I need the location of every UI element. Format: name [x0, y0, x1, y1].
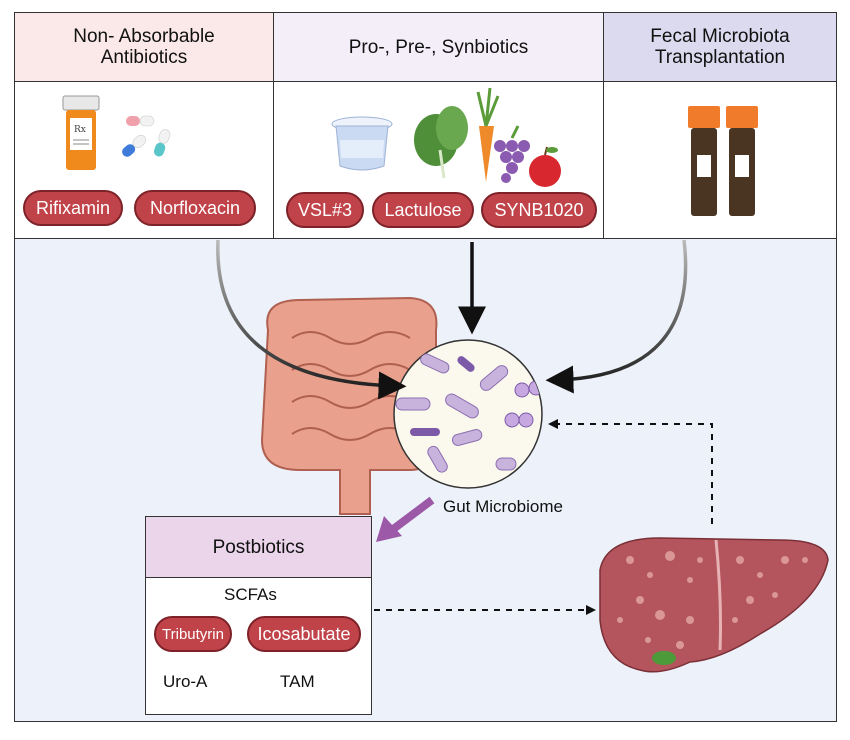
yogurt-icon	[331, 116, 393, 171]
pill-lactulose: Lactulose	[372, 192, 474, 228]
pill-norfloxacin: Norfloxacin	[134, 190, 256, 226]
intestines-icon	[260, 296, 438, 515]
header-antibiotics: Non- Absorbable Antibiotics	[14, 12, 274, 82]
pill-icosabutate: Icosabutate	[247, 616, 361, 652]
antibiotics-arrow	[216, 239, 407, 400]
header-antibiotics-title: Non- Absorbable Antibiotics	[73, 26, 215, 68]
carrot-icon	[476, 87, 500, 182]
gut-microbiome-label: Gut Microbiome	[443, 497, 563, 516]
grapes-icon	[494, 125, 530, 183]
tam-label: TAM	[280, 672, 315, 691]
header-biotics-title: Pro-, Pre-, Synbiotics	[348, 36, 529, 58]
scfas-label: SCFAs	[224, 585, 277, 604]
gut-to-postbiotics-arrow	[389, 496, 435, 534]
liver-to-microbiome-arrow	[548, 419, 713, 524]
stool-tubes-icon	[688, 106, 758, 216]
pill-vsl3: VSL#3	[286, 192, 364, 228]
pill-synb1020: SYNB1020	[481, 192, 597, 228]
postbiotics-header: Postbiotics	[145, 516, 372, 578]
apple-icon	[529, 146, 561, 187]
uro-a-label: Uro-A	[163, 672, 208, 691]
pill-tributyrin: Tributyrin	[154, 616, 232, 652]
svg-text:Rx: Rx	[74, 125, 86, 135]
gut-microbiome-icon	[393, 339, 543, 489]
fmt-arrow	[545, 239, 688, 394]
liver-icon	[599, 537, 829, 673]
gut-to-postbiotics-arrowhead	[376, 516, 402, 542]
header-fmt-title: Fecal Microbiota Transplantation	[650, 26, 790, 68]
pill-bottle-icon: Rx	[62, 95, 100, 170]
pill-rifixamin: Rifixamin	[23, 190, 123, 226]
capsules-icon	[122, 115, 171, 157]
postbiotics-title: Postbiotics	[212, 536, 305, 558]
fmt-panel	[603, 81, 837, 239]
vegetables-icon	[414, 106, 468, 179]
